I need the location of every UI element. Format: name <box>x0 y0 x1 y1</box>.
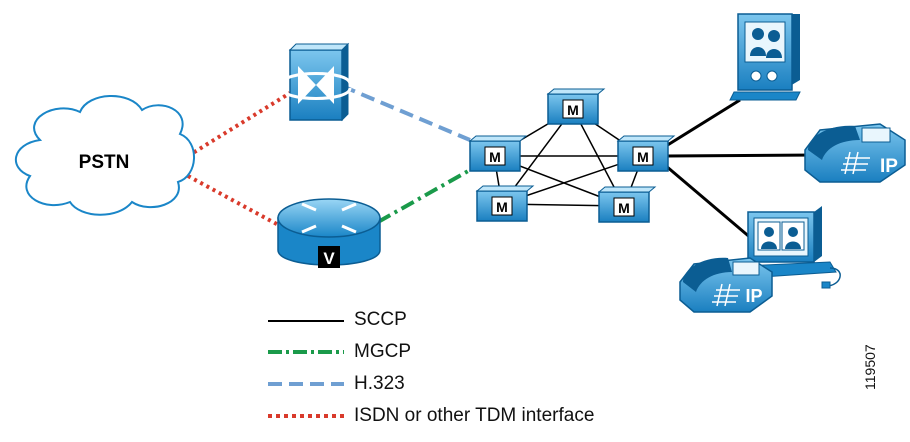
legend-label: SCCP <box>354 309 407 330</box>
legend-label: ISDN or other TDM interface <box>354 405 595 426</box>
legend-item-h323: H.323 <box>268 370 688 402</box>
tdm-link-to-switch <box>186 91 292 158</box>
callmanager-badge: M <box>637 149 649 165</box>
callmanager-badge: M <box>567 102 579 118</box>
pstn-cloud <box>14 95 195 216</box>
callmanager-server-icon: M <box>616 135 676 172</box>
callmanager-server-icon: M <box>597 186 657 223</box>
callmanager-server-icon: M <box>468 135 528 172</box>
video-endpoint-icon <box>729 13 801 101</box>
multilayer-switch-icon <box>280 42 352 122</box>
callmanager-badge: M <box>489 149 501 165</box>
callmanager-badge: M <box>618 200 630 216</box>
callmanager-server-icon: M <box>475 185 535 222</box>
legend-swatch-solid <box>268 320 344 322</box>
legend-label: H.323 <box>354 373 405 394</box>
ip-phone-icon: IP <box>804 123 906 183</box>
legend-swatch-dashed <box>268 382 344 386</box>
legend-swatch-dash-dot <box>268 350 344 354</box>
legend-item-tdm: ISDN or other TDM interface <box>268 402 688 434</box>
pstn-label: PSTN <box>79 152 130 173</box>
callmanager-badge: M <box>496 199 508 215</box>
figure-id: 119507 <box>862 344 878 390</box>
h323-link <box>341 84 471 142</box>
voice-gateway-router-icon: V <box>277 198 381 268</box>
mgcp-link <box>377 168 471 224</box>
ip-phone-icon: IP <box>679 257 773 313</box>
legend: SCCP MGCP H.323 ISDN or other TDM interf… <box>268 306 688 434</box>
multimedia-pc-icon <box>741 206 841 289</box>
callmanager-server-icon: M <box>546 88 606 125</box>
legend-item-sccp: SCCP <box>268 306 688 338</box>
legend-item-mgcp: MGCP <box>268 338 688 370</box>
ip-phone-badge: IP <box>745 286 762 306</box>
legend-label: MGCP <box>354 341 411 362</box>
tdm-link-to-gateway <box>187 174 285 230</box>
gateway-voice-badge: V <box>323 249 335 268</box>
ip-phone-badge: IP <box>880 156 898 177</box>
legend-swatch-dotted <box>268 414 344 418</box>
